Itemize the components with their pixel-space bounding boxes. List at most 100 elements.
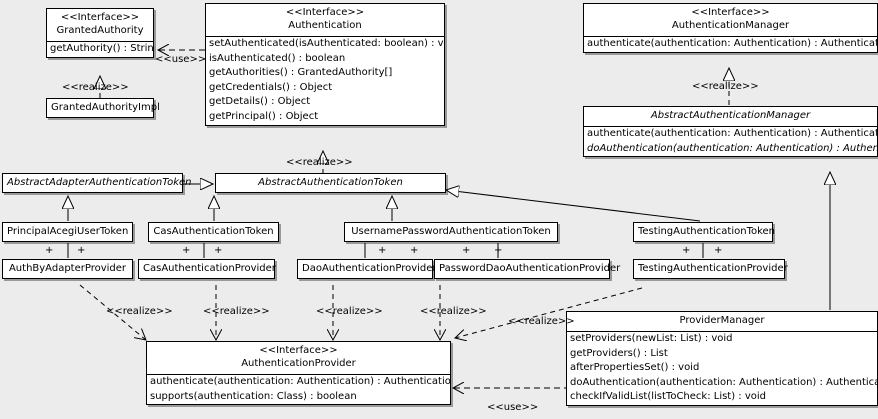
label-realize-abstract-authentication-token: <<realize>>	[286, 157, 353, 168]
stereotype-label: <<Interface>>	[691, 7, 770, 18]
method-item: getCredentials() : Object	[209, 81, 333, 93]
class-authentication[interactable]: <<Interface>> Authentication setAuthenti…	[205, 3, 445, 126]
method-item: getAuthorities() : GrantedAuthority[]	[209, 67, 393, 79]
class-name: ProviderManager	[679, 315, 765, 326]
method-item: authenticate(authentication: Authenticat…	[150, 376, 450, 387]
class-header: CasAuthenticationToken	[149, 223, 278, 241]
class-abstract-authentication-token[interactable]: AbstractAuthenticationToken	[215, 173, 446, 193]
label-use-provider-manager-authentication-provider: <<use>>	[487, 402, 539, 413]
method-item: setProviders(newList: List) : void	[570, 333, 733, 344]
association-marker-plus: +	[494, 245, 503, 256]
class-provider-manager[interactable]: ProviderManager setProviders(newList: Li…	[566, 311, 878, 406]
class-name: CasAuthenticationProvider	[143, 263, 276, 274]
class-name: AbstractAuthenticationManager	[650, 110, 811, 121]
class-header: <<Interface>> AuthenticationProvider	[147, 342, 450, 374]
label-realize-auth-by-adapter-provider: <<realize>>	[106, 306, 173, 317]
class-cas-authentication-token[interactable]: CasAuthenticationToken	[148, 222, 279, 242]
method-compartment: authenticate(authentication: Authenticat…	[584, 126, 877, 156]
method-item: supports(authentication: Class) : boolea…	[150, 390, 357, 402]
class-abstract-adapter-authentication-token[interactable]: AbstractAdapterAuthenticationToken	[2, 173, 192, 193]
class-username-password-authentication-token[interactable]: UsernamePasswordAuthenticationToken	[344, 222, 558, 242]
class-header: GrantedAuthorityImpl	[47, 99, 160, 117]
class-name: TestingAuthenticationProvider	[638, 263, 788, 274]
class-principal-acegi-user-token[interactable]: PrincipalAcegiUserToken	[2, 222, 133, 242]
class-name: AbstractAuthenticationToken	[258, 177, 403, 188]
label-realize-abstract-authentication-manager: <<realize>>	[692, 81, 759, 92]
method-item: doAuthentication(authentication: Authent…	[587, 142, 877, 154]
class-header: UsernamePasswordAuthenticationToken	[345, 223, 557, 241]
class-name: AbstractAdapterAuthenticationToken	[7, 177, 192, 188]
method-item: checkIfValidList(listToCheck: List) : vo…	[570, 391, 767, 403]
method-item: getPrincipal() : Object	[209, 110, 319, 122]
association-marker-plus: +	[378, 245, 387, 256]
class-name: GrantedAuthority	[56, 25, 144, 36]
class-cas-authentication-provider[interactable]: CasAuthenticationProvider	[138, 259, 276, 279]
class-authentication-manager[interactable]: <<Interface>> AuthenticationManager auth…	[583, 3, 878, 53]
method-item: isAuthenticated() : boolean	[209, 52, 346, 64]
method-item: authenticate(authentication: Authenticat…	[587, 128, 877, 139]
label-realize-testing-authentication-provider: <<realize>>	[508, 316, 575, 327]
class-name: AuthenticationManager	[671, 20, 790, 31]
method-compartment: authenticate(authentication: Authenticat…	[584, 36, 877, 52]
class-granted-authority-impl[interactable]: GrantedAuthorityImpl	[46, 98, 160, 118]
class-header: <<Interface>> Authentication	[206, 4, 444, 36]
method-item: getProviders() : List	[570, 347, 668, 359]
label-realize-granted-authority-impl: <<realize>>	[62, 82, 129, 93]
class-auth-by-adapter-provider[interactable]: AuthByAdapterProvider	[2, 259, 133, 279]
method-item: authenticate(authentication: Authenticat…	[587, 38, 877, 49]
class-header: AuthByAdapterProvider	[3, 260, 132, 278]
association-marker-plus: +	[462, 245, 471, 256]
class-dao-authentication-provider[interactable]: DaoAuthenticationProvider	[297, 259, 437, 279]
class-authentication-provider[interactable]: <<Interface>> AuthenticationProvider aut…	[146, 341, 451, 406]
class-name: PasswordDaoAuthenticationProvider	[439, 263, 621, 274]
class-header: PasswordDaoAuthenticationProvider	[435, 260, 621, 278]
stereotype-label: <<Interface>>	[60, 12, 140, 23]
class-name: PrincipalAcegiUserToken	[7, 226, 129, 237]
method-compartment: authenticate(authentication: Authenticat…	[147, 374, 450, 404]
generalization-testing-authentication-token	[446, 190, 701, 222]
class-testing-authentication-token[interactable]: TestingAuthenticationToken	[633, 222, 776, 242]
class-abstract-authentication-manager[interactable]: AbstractAuthenticationManager authentica…	[583, 106, 878, 158]
method-compartment: setProviders(newList: List) : void getPr…	[567, 331, 877, 405]
class-header: AbstractAuthenticationManager	[584, 107, 877, 126]
label-realize-password-dao-authentication-provider: <<realize>>	[420, 306, 487, 317]
class-name: GrantedAuthorityImpl	[51, 102, 160, 113]
class-header: DaoAuthenticationProvider	[298, 260, 437, 278]
method-item: afterPropertiesSet() : void	[570, 362, 700, 374]
class-name: TestingAuthenticationToken	[638, 226, 776, 237]
label-realize-cas-authentication-provider: <<realize>>	[203, 306, 270, 317]
class-name: CasAuthenticationToken	[153, 226, 274, 237]
association-marker-plus: +	[77, 245, 86, 256]
association-marker-plus: +	[714, 245, 723, 256]
class-header: TestingAuthenticationProvider	[634, 260, 788, 278]
label-use-authentication-granted-authority: <<use>>	[155, 54, 207, 65]
class-name: AuthenticationProvider	[241, 358, 356, 369]
class-header: AbstractAuthenticationToken	[216, 174, 445, 192]
class-header: <<Interface>> GrantedAuthority	[47, 9, 153, 41]
method-compartment: getAuthority() : String	[47, 41, 153, 57]
stereotype-label: <<Interface>>	[285, 7, 365, 18]
stereotype-label: <<Interface>>	[259, 345, 338, 356]
association-marker-plus: +	[45, 245, 54, 256]
method-item: setAuthenticated(isAuthenticated: boolea…	[209, 38, 444, 49]
class-header: AbstractAdapterAuthenticationToken	[3, 174, 192, 192]
class-header: PrincipalAcegiUserToken	[3, 223, 132, 241]
class-name: Authentication	[288, 20, 362, 31]
class-testing-authentication-provider[interactable]: TestingAuthenticationProvider	[633, 259, 788, 279]
class-name: UsernamePasswordAuthenticationToken	[351, 226, 551, 237]
label-realize-dao-authentication-provider: <<realize>>	[316, 306, 383, 317]
class-header: TestingAuthenticationToken	[634, 223, 776, 241]
class-password-dao-authentication-provider[interactable]: PasswordDaoAuthenticationProvider	[434, 259, 621, 279]
association-marker-plus: +	[682, 245, 691, 256]
class-header: CasAuthenticationProvider	[139, 260, 276, 278]
association-marker-plus: +	[214, 245, 223, 256]
method-item: doAuthentication(authentication: Authent…	[570, 376, 877, 388]
class-header: ProviderManager	[567, 312, 877, 331]
method-compartment: setAuthenticated(isAuthenticated: boolea…	[206, 36, 444, 125]
method-item: getDetails() : Object	[209, 96, 311, 108]
association-marker-plus: +	[182, 245, 191, 256]
class-header: <<Interface>> AuthenticationManager	[584, 4, 877, 36]
class-granted-authority[interactable]: <<Interface>> GrantedAuthority getAuthor…	[46, 8, 154, 58]
method-item: getAuthority() : String	[50, 43, 153, 54]
